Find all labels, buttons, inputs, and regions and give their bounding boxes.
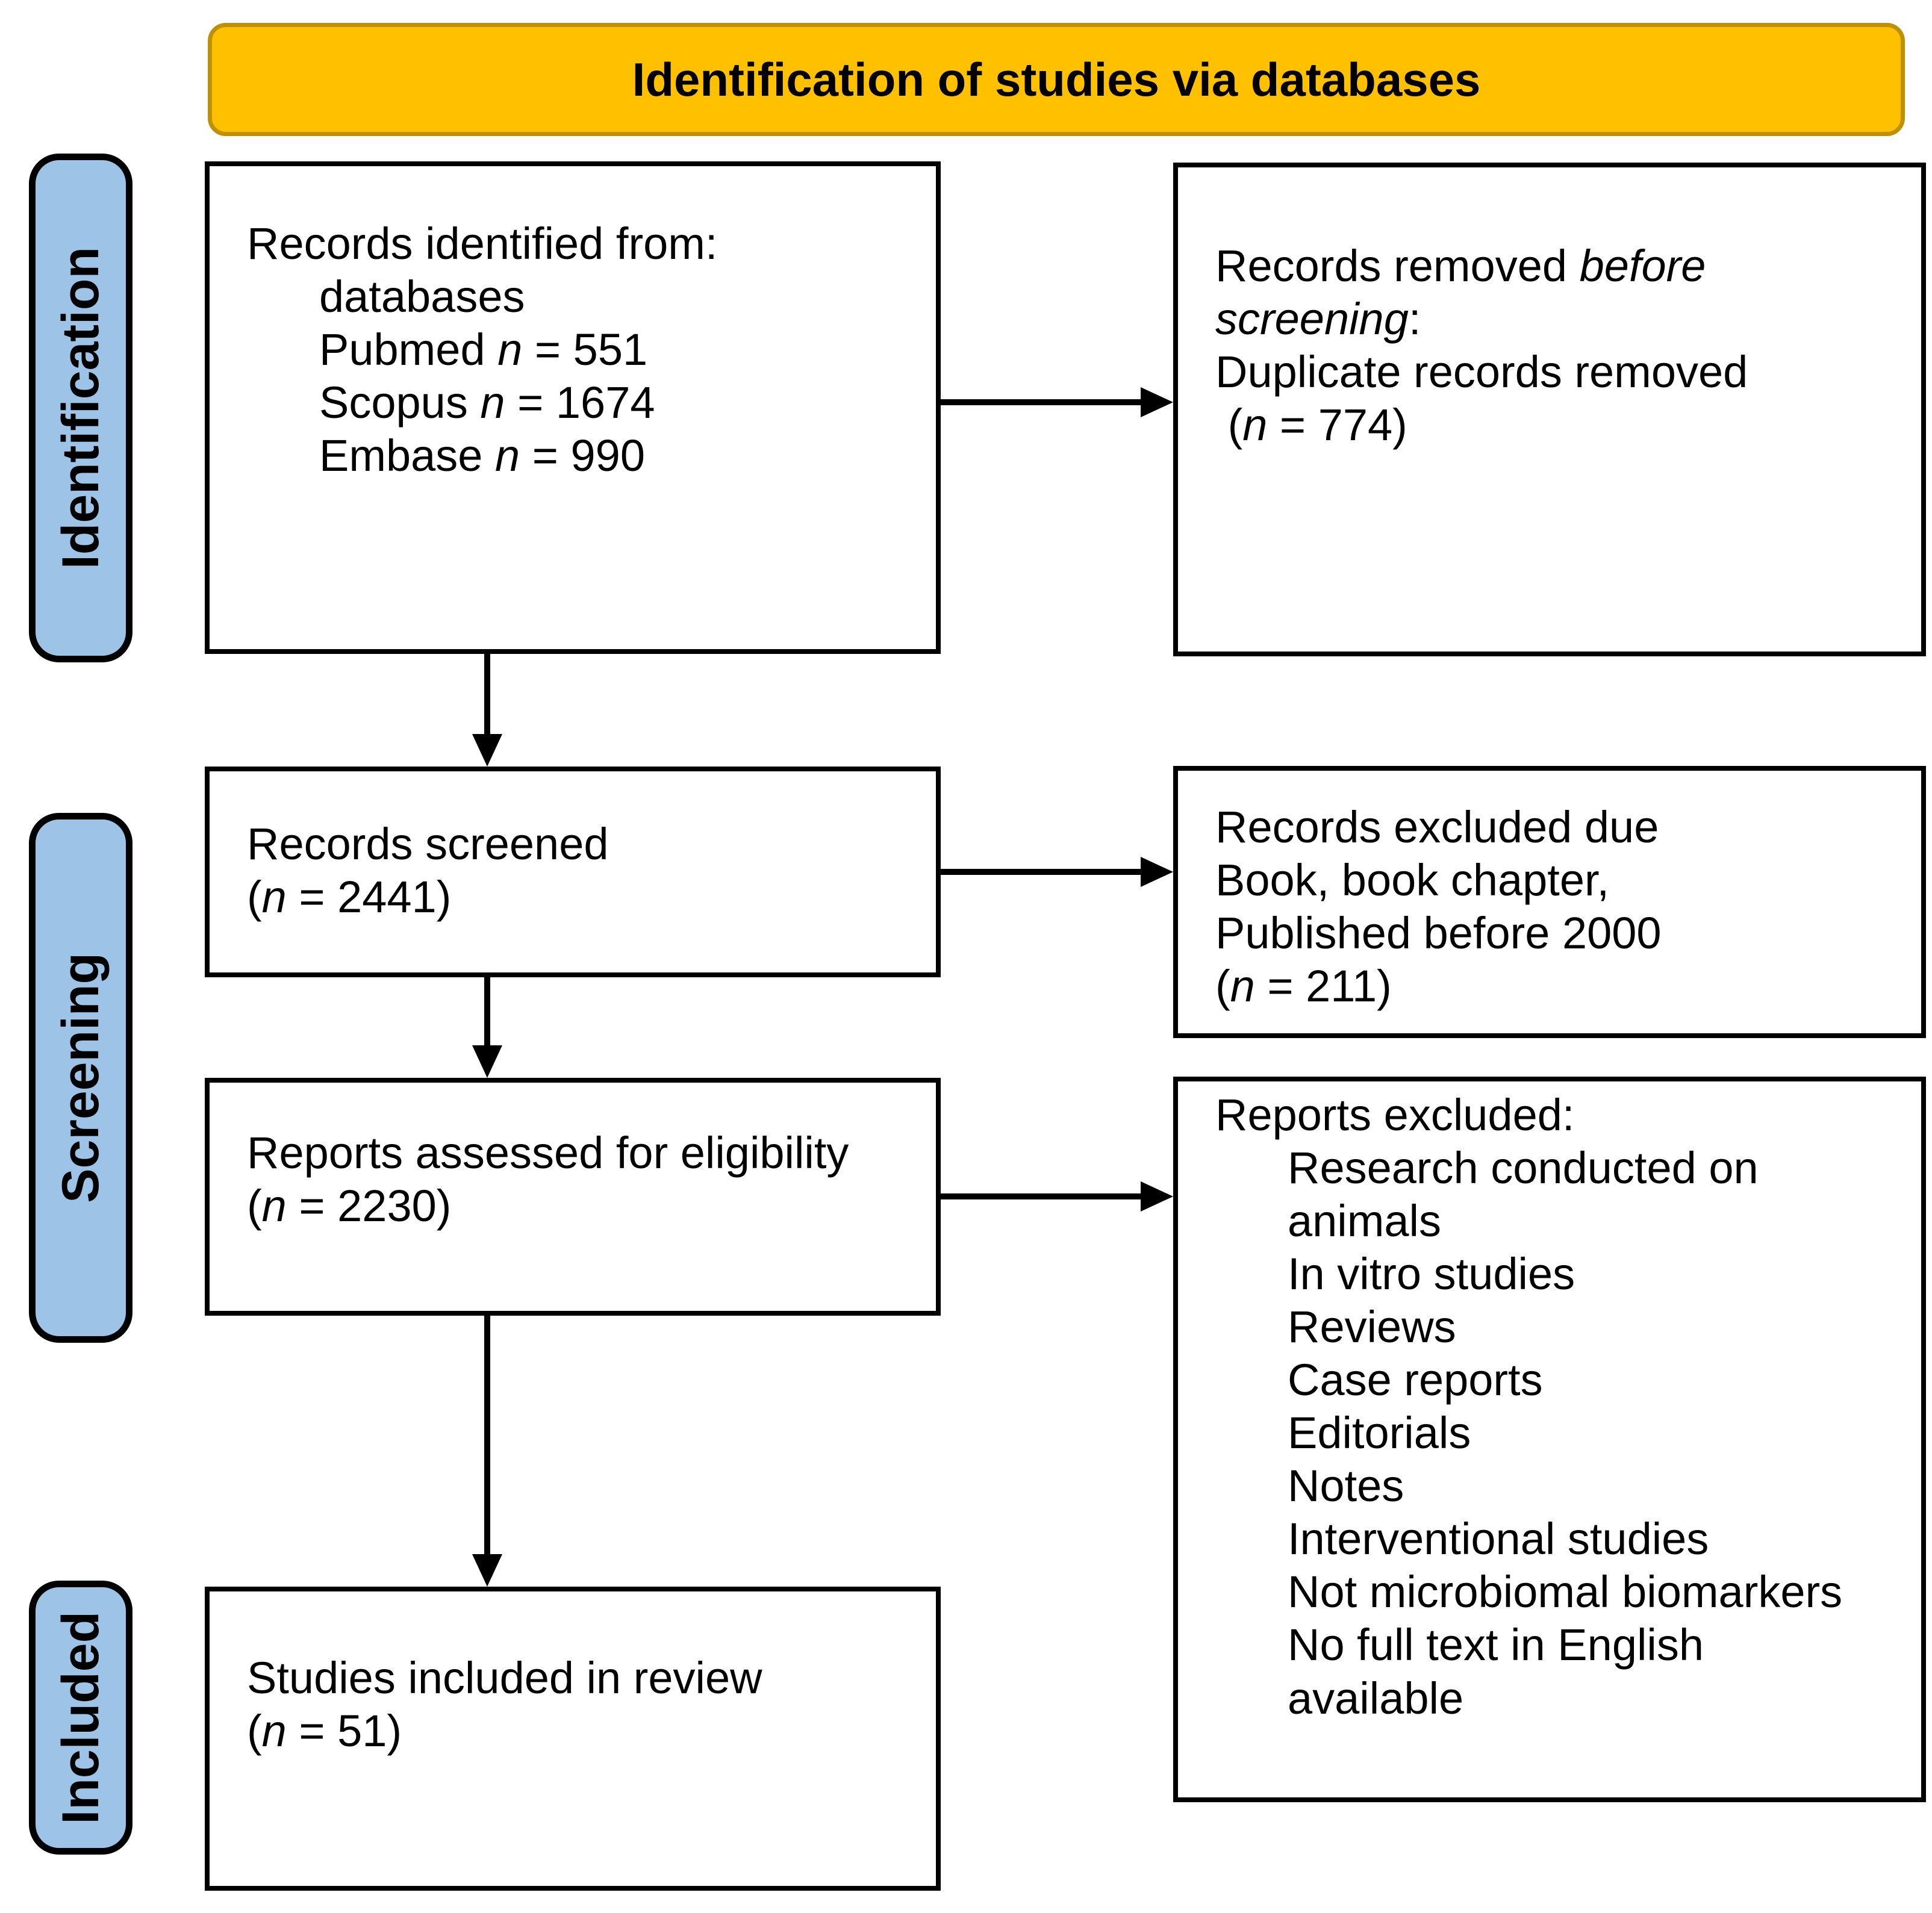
text-line: Pubmed n = 551 <box>319 325 648 375</box>
arrow-shaft <box>941 1193 1143 1199</box>
text-line: Case reports <box>1288 1355 1543 1405</box>
arrow-down-identified-to-screened <box>472 654 502 767</box>
text-line: screening: <box>1215 294 1421 344</box>
header-title: Identification of studies via databases <box>632 52 1481 106</box>
text-line: Records identified from: <box>247 219 718 269</box>
arrow-shaft <box>484 977 490 1048</box>
stage-label-identification-text: Identification <box>51 246 110 570</box>
arrow-shaft <box>484 654 490 736</box>
text-line: Scopus n = 1674 <box>319 378 655 428</box>
arrow-right-identified-to-removed <box>941 387 1173 417</box>
box-records-screened: Records screened(n = 2441) <box>205 767 941 977</box>
text-line: Book, book chapter, <box>1215 855 1610 906</box>
stage-label-identification: Identification <box>29 154 132 662</box>
text-line: Research conducted on <box>1288 1143 1759 1193</box>
stage-label-included: Included <box>29 1581 132 1855</box>
text-line: Reports excluded: <box>1215 1090 1575 1140</box>
text-line: (n = 774) <box>1215 400 1407 450</box>
arrow-down-assessed-to-included <box>472 1316 502 1587</box>
arrow-head <box>1141 857 1173 887</box>
text-line: animals <box>1288 1196 1441 1246</box>
text-line: available <box>1288 1673 1464 1723</box>
arrow-head <box>472 1045 502 1078</box>
text-line: Reports assessed for eligibility <box>247 1128 849 1178</box>
text-line: (n = 2230) <box>247 1181 452 1231</box>
arrow-head <box>472 1554 502 1587</box>
arrow-shaft <box>941 399 1143 405</box>
text-line: Published before 2000 <box>1215 908 1662 959</box>
text-line: Records screened <box>247 819 609 869</box>
text-line: Notes <box>1288 1461 1404 1511</box>
arrow-right-screened-to-excluded <box>941 857 1173 887</box>
text-line: Records removed before <box>1215 241 1706 291</box>
stage-label-screening-text: Screening <box>51 953 110 1203</box>
arrow-right-assessed-to-reports-excluded <box>941 1181 1173 1212</box>
stage-label-screening: Screening <box>29 813 132 1343</box>
text-line: Editorials <box>1288 1408 1471 1458</box>
text-line: Duplicate records removed <box>1215 347 1748 397</box>
text-line: (n = 51) <box>247 1706 402 1756</box>
arrow-head <box>1141 387 1173 417</box>
box-reports-assessed: Reports assessed for eligibility(n = 223… <box>205 1078 941 1316</box>
text-line: (n = 2441) <box>247 872 452 922</box>
text-line: Embase n = 990 <box>319 431 645 481</box>
text-line: Studies included in review <box>247 1653 762 1703</box>
arrow-shaft <box>941 869 1143 875</box>
text-line: (n = 211) <box>1215 961 1392 1012</box>
text-line: No full text in English <box>1288 1620 1704 1670</box>
text-line: Records excluded due <box>1215 802 1659 852</box>
text-line: Interventional studies <box>1288 1514 1709 1564</box>
arrow-head <box>472 734 502 767</box>
text-line: In vitro studies <box>1288 1249 1575 1299</box>
arrow-head <box>1141 1181 1173 1212</box>
text-line: databases <box>319 272 525 322</box>
arrow-down-screened-to-assessed <box>472 977 502 1078</box>
header-banner: Identification of studies via databases <box>208 23 1905 136</box>
arrow-shaft <box>484 1316 490 1557</box>
text-line: Reviews <box>1288 1302 1456 1352</box>
stage-label-included-text: Included <box>51 1611 110 1824</box>
text-line: Not microbiomal biomarkers <box>1288 1567 1843 1617</box>
box-studies-included: Studies included in review(n = 51) <box>205 1587 941 1891</box>
